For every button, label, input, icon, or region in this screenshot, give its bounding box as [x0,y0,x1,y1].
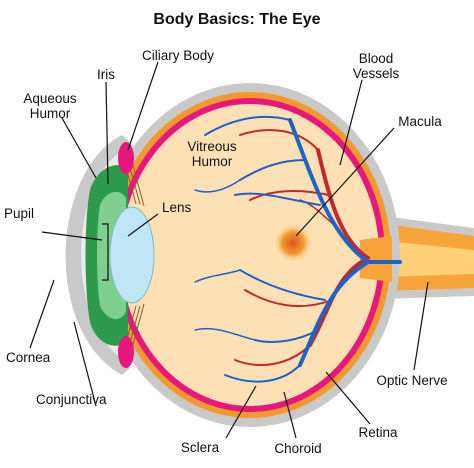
label-aqueous-humor-1: Aqueous [23,91,77,106]
label-lens: Lens [162,200,192,215]
label-optic-nerve: Optic Nerve [376,373,447,388]
label-sclera: Sclera [181,440,220,455]
ciliary-body-upper [118,142,134,174]
label-choroid: Choroid [274,441,321,456]
lens-shape [109,206,155,304]
label-retina: Retina [358,425,398,440]
optic-disc [360,236,392,282]
label-pupil: Pupil [4,206,34,221]
label-iris: Iris [97,67,115,82]
label-vitreous-humor-2: Humor [192,154,233,169]
leader-lines [29,61,429,439]
macula-spot [273,223,313,263]
label-cornea: Cornea [6,350,51,365]
vitreous-humor [121,104,379,406]
label-blood-vessels-2: Vessels [353,66,400,81]
diagram-title: Body Basics: The Eye [153,11,320,28]
label-macula: Macula [398,114,442,129]
label-aqueous-humor-2: Humor [30,106,71,121]
cornea-shape [65,135,130,375]
label-conjunctiva: Conjunctiva [36,392,107,407]
label-ciliary-body: Ciliary Body [142,48,214,63]
label-vitreous-humor-1: Vitreous [187,139,237,154]
label-blood-vessels-1: Blood [359,51,394,66]
ciliary-body-lower [118,336,134,368]
